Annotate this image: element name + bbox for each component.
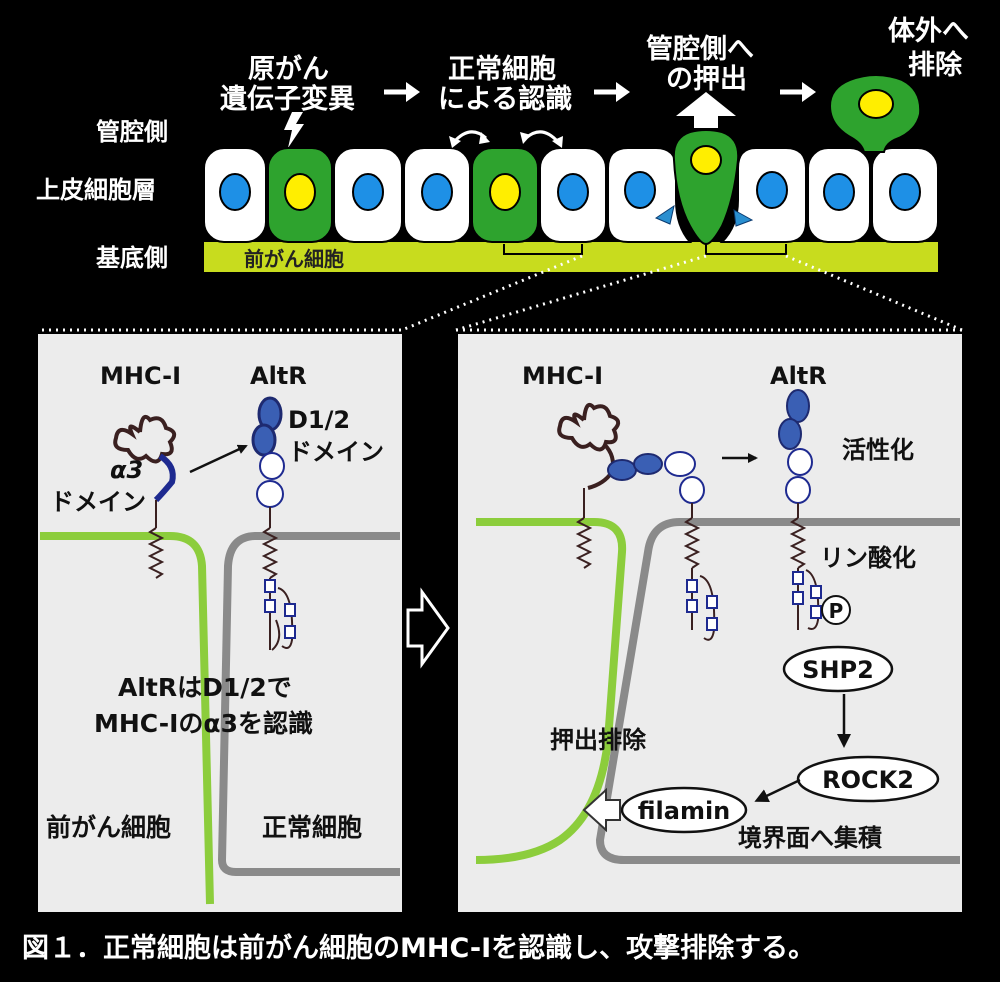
bracket-right [705,244,787,255]
normal-nucleus [756,171,788,209]
altr-bound-receptor [607,451,718,641]
epithelium-diagram: 管腔側 上皮細胞層 基底側 原がん 遺伝子変異 正常細胞 による認識 管腔側へ … [36,16,969,332]
precancer-nucleus [690,145,722,175]
left-mhc-label: MHC-I [100,362,181,390]
step3-label-line2: の押出 [666,64,747,95]
normal-nucleus [557,173,589,211]
epithelial-layer-label: 上皮細胞層 [36,176,156,204]
mutation-bolt-icon [284,112,304,148]
expelled-precancer-cell [828,74,922,153]
basement-precancer-label: 前がん細胞 [244,247,344,271]
normal-nucleus [624,171,656,209]
explain-line2: MHC-Iのα3を認識 [94,709,313,738]
zoom-guide-line [401,254,583,332]
step-arrow-2 [594,82,630,102]
phosphate-badge [821,595,851,625]
precancer-membrane [40,532,214,905]
rock2-to-filamin-arrow [754,778,801,803]
rock2-node [796,755,940,803]
normal-nucleus [823,173,855,211]
normal-membrane [595,518,960,864]
zoom-guide-line [455,254,707,332]
normal-nucleus [219,173,251,211]
precancer-nucleus [489,173,521,211]
extrusion-label: 押出排除 [550,726,647,754]
phosphate-label: P [829,599,844,623]
attack-marker-right [733,209,754,227]
normal-membrane [217,532,400,876]
step2-label-line2: による認識 [438,83,572,115]
d12-domain-label: ドメイン [288,438,384,466]
rock2-label: ROCK2 [822,766,914,794]
extruding-precancer-cell [672,129,740,246]
basal-side-label: 基底側 [96,244,168,272]
lumen-side-label: 管腔側 [96,118,168,146]
mhc-i-molecule [113,415,177,579]
left-normal-label: 正常細胞 [262,813,362,842]
accumulate-label: 境界面へ集積 [738,824,882,852]
extrusion-up-arrow [676,92,736,128]
left-altr-label: AltR [250,362,307,390]
left-panel: MHC-I AltR D1/2 ドメイン α3 ドメイン AltRはD1/2で … [38,334,402,912]
shp2-label: SHP2 [802,656,874,684]
right-mhc-label: MHC-I [522,362,603,390]
filamin-node [620,786,748,834]
right-altr-label: AltR [770,362,827,390]
phosphorylation-label: リン酸化 [820,544,916,572]
step1-label-line2: 遺伝子変異 [220,83,355,115]
normal-nucleus [889,173,921,211]
explain-line1: AltRはD1/2で [118,673,292,702]
right-panel: P SHP2 ROCK2 filamin MHC-I AltR 活性化 リン酸化… [458,334,962,912]
a3-label: α3 [110,456,143,484]
normal-nucleus [352,173,384,211]
step-arrow-3 [780,82,816,102]
step4-label-line2: 排除 [908,49,963,81]
push-arrow-icon [582,787,621,833]
step1-label-line1: 原がん [248,53,329,85]
step-arrow-1 [384,82,420,102]
shp2-node [782,645,894,693]
precancer-nucleus [284,173,316,211]
basement-membrane [204,242,938,272]
figure-caption: 図１．正常細胞は前がん細胞のMHC-Iを認識し、攻撃排除する。 [22,933,816,964]
step3-label-line1: 管腔側へ [646,34,754,65]
activation-label: 活性化 [842,436,914,464]
filamin-label: filamin [638,797,731,825]
step4-label-line1: 体外へ [888,16,969,47]
recognition-arrow [189,444,248,474]
transition-arrow-icon [406,587,450,669]
precancer-membrane [475,518,627,864]
attack-marker-left [654,204,675,225]
d12-label: D1/2 [288,406,350,434]
bracket-left [503,244,583,255]
altr-activated-receptor [778,389,822,630]
step2-label-line1: 正常細胞 [448,54,556,85]
normal-nucleus [421,173,453,211]
a3-domain-label: ドメイン [50,488,146,516]
left-precancer-label: 前がん細胞 [46,813,171,842]
cell-row [203,129,939,246]
altr-receptor [251,396,296,651]
